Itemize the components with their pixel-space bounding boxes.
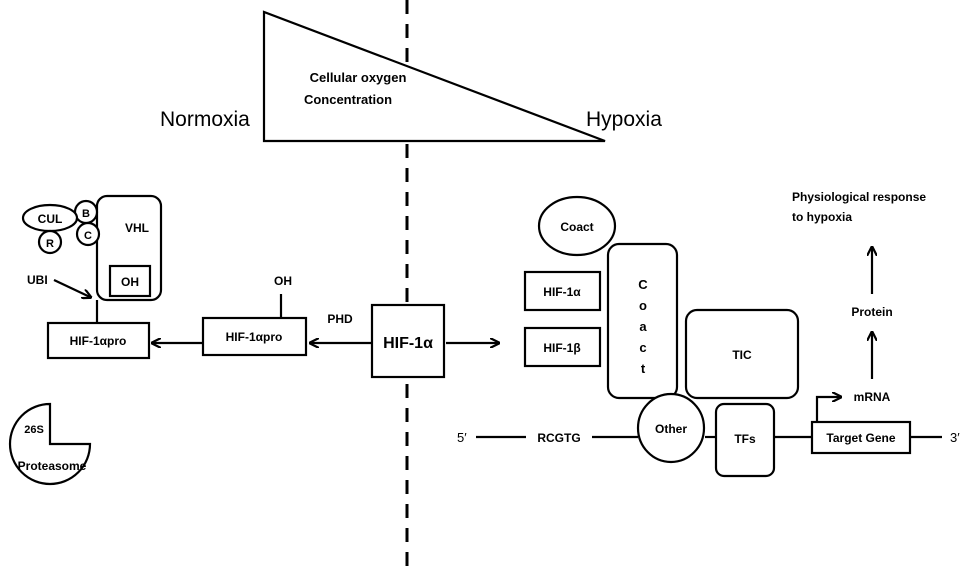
hypoxia-label: Hypoxia bbox=[586, 108, 662, 131]
oh-bound-label: OH bbox=[121, 275, 139, 289]
r-label: R bbox=[46, 238, 54, 250]
cul-label: CUL bbox=[38, 212, 63, 226]
gradient-label-line1: Cellular oxygen bbox=[310, 70, 407, 85]
coact-letter-4: c bbox=[639, 340, 646, 355]
other-label: Other bbox=[655, 422, 687, 436]
hif1a-center-box bbox=[370, 303, 446, 379]
response-label-line1: Physiological response bbox=[792, 190, 926, 204]
ubi-label: UBI bbox=[27, 273, 48, 287]
coact-vertical-box bbox=[606, 242, 679, 400]
vhl-label: VHL bbox=[125, 221, 149, 235]
response-label-line2: to hypoxia bbox=[792, 210, 852, 224]
protein-label: Protein bbox=[851, 305, 892, 319]
proteasome-num-label: 26S bbox=[24, 424, 44, 436]
hif1b-box bbox=[523, 326, 602, 368]
hif-pro-free-box bbox=[201, 316, 308, 357]
hif-pro-bound-label: HIF-1αpro bbox=[70, 334, 127, 348]
coact-top-label: Coact bbox=[560, 220, 593, 234]
mrna-label: mRNA bbox=[854, 390, 891, 404]
oxygen-gradient-triangle bbox=[262, 10, 606, 143]
target-gene-box bbox=[810, 420, 912, 455]
gradient-label-line2: Concentration bbox=[304, 92, 392, 107]
hif1a-box bbox=[523, 270, 602, 312]
hif1a-label: HIF-1α bbox=[543, 285, 581, 299]
ubi-arrow bbox=[53, 279, 90, 297]
b-label: B bbox=[82, 208, 90, 220]
five-prime-label: 5′ bbox=[457, 430, 467, 445]
proteasome-label: Proteasome bbox=[18, 459, 87, 473]
proteasome-shape bbox=[8, 402, 92, 486]
target-gene-label: Target Gene bbox=[826, 431, 895, 445]
hif-pro-free-label: HIF-1αpro bbox=[226, 330, 283, 344]
tfs-label: TFs bbox=[734, 432, 756, 446]
coact-letter-5: t bbox=[641, 361, 646, 376]
phd-label: PHD bbox=[327, 312, 353, 326]
three-prime-label: 3′ bbox=[950, 430, 960, 445]
coact-letter-2: o bbox=[639, 298, 647, 313]
c-subunit bbox=[75, 221, 101, 247]
coact-letter-3: a bbox=[639, 319, 647, 334]
coact-letter-1: C bbox=[638, 277, 648, 292]
r-subunit bbox=[37, 229, 63, 255]
tic-label: TIC bbox=[732, 348, 752, 362]
normoxia-label: Normoxia bbox=[160, 108, 250, 131]
oh-free-label: OH bbox=[274, 274, 292, 288]
rcgtg-label: RCGTG bbox=[537, 431, 580, 445]
hif-pro-bound-box bbox=[46, 321, 151, 360]
oh-bound-box bbox=[108, 264, 152, 298]
c-label: C bbox=[84, 230, 92, 242]
tfs-box bbox=[714, 402, 776, 478]
other-ellipse bbox=[636, 392, 706, 464]
tic-box bbox=[684, 308, 800, 400]
hif1b-label: HIF-1β bbox=[543, 341, 580, 355]
hif1a-center-label: HIF-1α bbox=[383, 335, 433, 352]
transcription-arrow bbox=[815, 397, 840, 422]
coact-top-ellipse bbox=[537, 195, 617, 257]
